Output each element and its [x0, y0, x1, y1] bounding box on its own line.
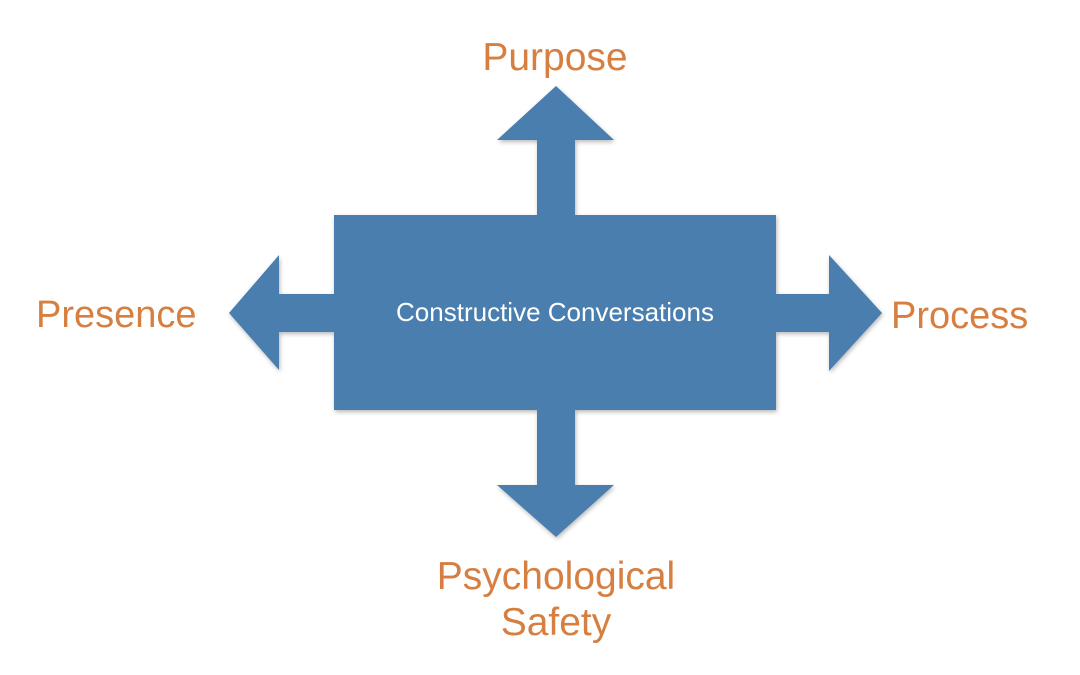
label-purpose: Purpose [482, 36, 628, 79]
label-presence: Presence [36, 294, 197, 336]
arrow-left [229, 255, 336, 370]
center-label: Constructive Conversations [396, 297, 714, 327]
label-psychological-safety-line-1: Psychological [436, 555, 676, 598]
arrow-down [497, 408, 614, 537]
label-psychological-safety-line-2: Safety [500, 600, 612, 644]
arrow-right [774, 255, 882, 371]
center-box [334, 215, 776, 410]
label-psychological-safety: Psychological Safety [0, 554, 1080, 645]
label-process: Process [891, 295, 1029, 337]
arrow-up [497, 86, 614, 217]
